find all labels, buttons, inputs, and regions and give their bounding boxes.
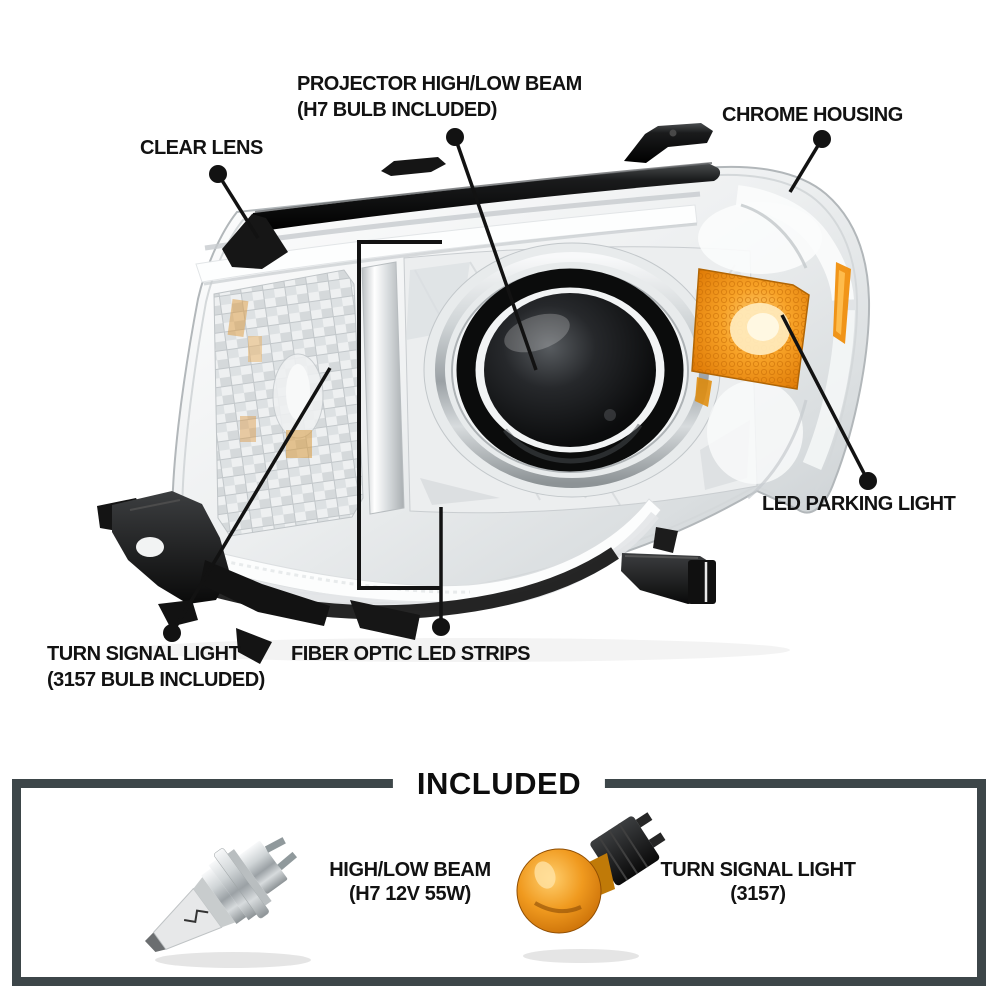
projector-dot [446, 128, 464, 146]
turn-signal-reflector [213, 269, 364, 537]
projector-lens [423, 242, 721, 498]
turn-signal-bulb-image [516, 812, 666, 934]
chrome-strut [361, 261, 405, 515]
projector-leader [446, 128, 538, 371]
label-projector-line1: PROJECTOR HIGH/LOW BEAM [297, 73, 582, 95]
label-clear-lens: CLEAR LENS [140, 137, 263, 159]
chrome-housing-dot [813, 130, 831, 148]
turn-signal-leader [163, 367, 332, 642]
fiber-optic-dot [432, 618, 450, 636]
bracket-right [621, 527, 716, 604]
label-projector: PROJECTOR HIGH/LOW BEAM (H7 BULB INCLUDE… [297, 71, 582, 123]
label-led-parking: LED PARKING LIGHT [762, 493, 956, 515]
label-included-h7: HIGH/LOW BEAM (H7 12V 55W) [329, 859, 491, 905]
label-chrome-housing: CHROME HOUSING [722, 104, 903, 126]
fiber-optic-leader [357, 240, 450, 636]
label-included-turn-signal: TURN SIGNAL LIGHT (3157) [660, 859, 856, 905]
clear-lens-dot [209, 165, 227, 183]
mounting-tab-left [381, 157, 446, 176]
included-bulbs-illustration [144, 812, 666, 968]
mounting-tab-right [624, 123, 713, 163]
label-fiber-optic: FIBER OPTIC LED STRIPS [291, 643, 531, 665]
h7-bulb-image [144, 837, 298, 952]
led-parking-dot [859, 472, 877, 490]
led-parking-leader [780, 314, 877, 490]
chrome-housing-leader [788, 130, 831, 193]
clear-lens-leader [209, 165, 260, 239]
turn-signal-dot [163, 624, 181, 642]
label-turn-signal: TURN SIGNAL LIGHT (3157 BULB INCLUDED) [47, 643, 265, 691]
headlight-illustration [97, 123, 877, 664]
mounting-rail [222, 123, 721, 269]
headlight-shadow [130, 638, 790, 662]
corner-clip [222, 214, 288, 269]
amber-parking-reflector [691, 262, 851, 407]
callout-leaders [163, 128, 877, 642]
label-projector-line2: (H7 BULB INCLUDED) [297, 99, 497, 121]
included-box [12, 779, 986, 986]
bracket-left [97, 491, 420, 664]
included-title: INCLUDED [392, 768, 606, 799]
